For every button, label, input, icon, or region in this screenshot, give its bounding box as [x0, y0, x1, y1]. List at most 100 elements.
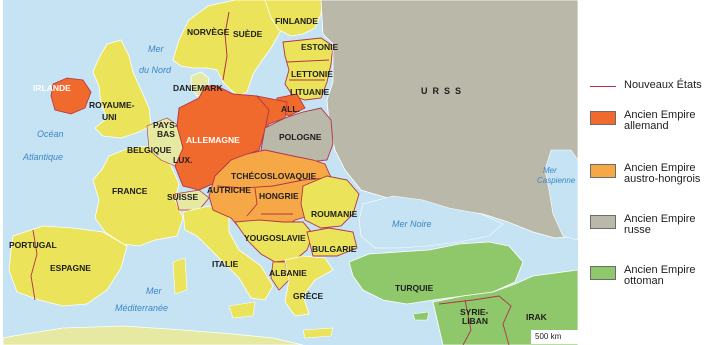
legend-text-line: Ancien Empire [624, 109, 696, 121]
legend-line-new-states [590, 86, 616, 87]
legend-text-new-states: Nouveaux États [624, 80, 702, 91]
region-sicily [228, 301, 256, 319]
label-portugal: PORTUGAL [9, 240, 57, 250]
border-syria-irak [438, 295, 512, 345]
label-liban: LIBAN [462, 316, 488, 326]
legend-text-russian: Ancien Empire russe [624, 214, 696, 236]
legend-item-ottoman: Ancien Empire ottoman [590, 265, 696, 287]
border-norway-sweden [222, 11, 230, 81]
label-belgique: BELGIQUE [127, 145, 172, 155]
map-canvas [3, 0, 578, 345]
legend-text-line: russe [624, 224, 651, 236]
label-pays: PAYS- [153, 120, 178, 130]
label-norvege: NORVÈGE [187, 27, 230, 37]
region-greece [284, 255, 334, 317]
legend-swatch-austro [590, 164, 616, 178]
label-roumanie: ROUMANIE [311, 209, 358, 219]
label-lux: LUX. [173, 155, 193, 165]
region-scandinavia [172, 0, 289, 97]
legend-text-line: Ancien Empire [624, 213, 696, 225]
legend-item-russe: Ancien Empire russe [590, 214, 696, 236]
label-france: FRANCE [112, 186, 148, 196]
label-yougoslavie: YOUGOSLAVIE [244, 233, 306, 243]
label-bas: BAS [157, 129, 175, 139]
label-mer-du-nord-2: du Nord [139, 65, 172, 75]
legend-text-german: Ancien Empire allemand [624, 110, 696, 132]
region-north-africa [3, 325, 304, 345]
border-baltics [286, 59, 330, 81]
label-caspienne-1: Mer [543, 166, 557, 175]
label-suisse: SUISSE [167, 192, 199, 202]
label-grece: GRÈCE [293, 291, 324, 301]
legend-text-line: ottoman [624, 275, 664, 287]
label-all: ALL. [281, 104, 300, 114]
label-irlande: IRLANDE [33, 83, 71, 93]
label-mediterranee-2: Méditerranée [115, 303, 169, 313]
label-uni: UNI [102, 112, 117, 122]
label-albanie: ALBANIE [269, 268, 307, 278]
region-switzerland [174, 189, 210, 211]
region-urss [320, 0, 578, 239]
region-italy [182, 205, 274, 301]
legend-item-nouveaux-etats: Nouveaux États [590, 80, 702, 91]
label-ocean-1: Océan [37, 129, 64, 139]
label-mediterranee-1: Mer [146, 286, 162, 296]
label-urss: URSS [421, 86, 467, 96]
region-uk [92, 39, 152, 139]
region-turkey [348, 241, 524, 305]
scale-label: 500 km [535, 332, 562, 341]
caspian-sea [544, 149, 578, 241]
region-yugoslavia [234, 219, 314, 263]
label-pologne: POLOGNE [279, 132, 322, 142]
label-lituanie: LITUANIE [290, 87, 330, 97]
label-lettonie: LETTONIE [291, 69, 333, 79]
legend-text-line: Ancien Empire [624, 264, 696, 276]
label-finlande: FINLANDE [275, 16, 318, 26]
legend-text-ottoman: Ancien Empire ottoman [624, 265, 696, 287]
europe-map: FINLANDE NORVÈGE SUÈDE ESTONIE LETTONIE … [3, 0, 578, 345]
legend-text-line: austro-hongrois [624, 173, 701, 185]
label-caspienne-2: Caspienne [537, 176, 576, 185]
label-autriche: AUTRICHE [207, 185, 251, 195]
label-allemagne: ALLEMAGNE [186, 135, 240, 145]
legend-text-line: Nouveaux États [624, 79, 702, 91]
label-syrie: SYRIE- [460, 307, 489, 317]
legend-item-austro-hongrois: Ancien Empire austro-hongrois [590, 163, 700, 185]
label-estonie: ESTONIE [301, 42, 339, 52]
label-hongrie: HONGRIE [259, 191, 299, 201]
region-poland-german-part [255, 95, 288, 131]
legend-swatch-russian [590, 215, 616, 229]
region-albania [270, 261, 290, 291]
region-middle-east [432, 269, 578, 345]
label-bulgarie: BULGARIE [312, 244, 357, 254]
label-royaume-uni: ROYAUME- [89, 100, 135, 110]
label-ocean-2: Atlantique [23, 152, 64, 162]
region-iberia [8, 225, 128, 307]
black-sea [358, 195, 504, 249]
legend-text-austro: Ancien Empire austro-hongrois [624, 163, 700, 185]
legend-swatch-german [590, 111, 616, 125]
legend-item-allemand: Ancien Empire allemand [590, 110, 696, 132]
map-legend: Nouveaux États Ancien Empire allemand An… [578, 0, 711, 345]
label-turquie: TURQUIE [395, 283, 434, 293]
legend-text-line: allemand [624, 120, 669, 132]
region-baltics [282, 37, 334, 101]
map-scale: 500 km [531, 330, 578, 344]
label-irak: IRAK [526, 312, 547, 322]
legend-text-line: Ancien Empire [624, 162, 696, 174]
label-mer-du-nord-1: Mer [148, 44, 164, 54]
label-italie: ITALIE [212, 259, 239, 269]
label-mer-noire: Mer Noire [392, 219, 432, 229]
region-sardinia [172, 257, 188, 295]
label-suede: SUÈDE [233, 29, 263, 39]
legend-swatch-ottoman [590, 266, 616, 280]
region-cyprus [412, 311, 430, 321]
region-ireland [50, 77, 92, 115]
label-espagne: ESPAGNE [50, 263, 91, 273]
label-tchecoslovaquie: TCHÉCOSLOVAQUIE [231, 171, 317, 181]
border-czech-austria-hungary [216, 177, 328, 217]
region-crete [302, 327, 334, 339]
label-danemark: DANEMARK [173, 83, 223, 93]
border-portugal-spain [30, 229, 38, 301]
